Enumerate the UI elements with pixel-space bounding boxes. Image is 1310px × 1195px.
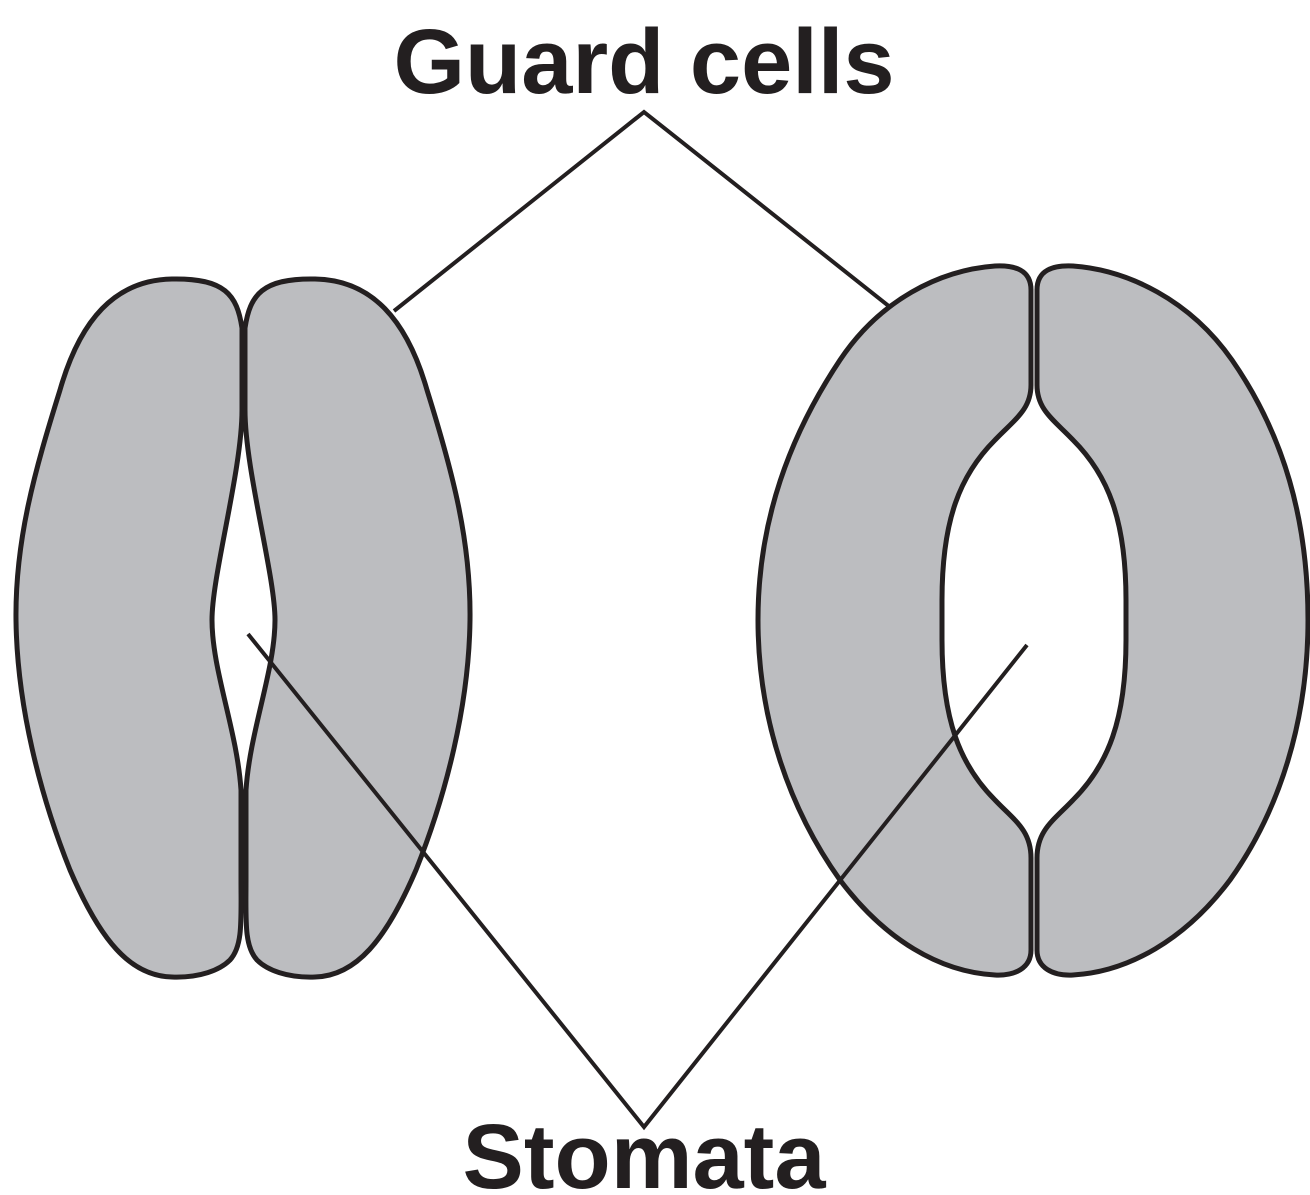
closed-stoma-left-guard-cell — [16, 279, 242, 977]
closed-stoma — [16, 279, 470, 977]
open-stoma — [758, 266, 1308, 975]
closed-stoma-right-guard-cell — [245, 279, 470, 977]
stomata-label: Stomata — [463, 1106, 827, 1195]
open-stoma-right-guard-cell — [1037, 266, 1308, 975]
guard-cells-leader-line — [394, 112, 890, 311]
open-stoma-left-guard-cell — [758, 266, 1031, 975]
guard-cells-label: Guard cells — [393, 11, 894, 113]
